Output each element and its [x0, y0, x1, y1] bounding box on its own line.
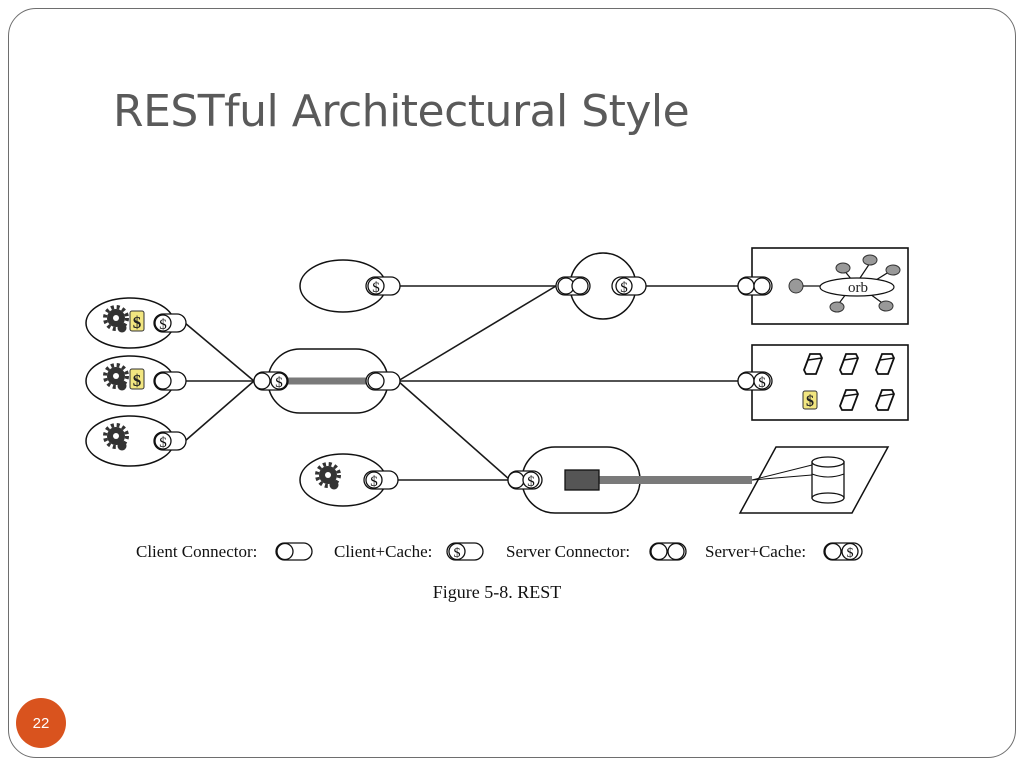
client-top: $ $ [85, 297, 187, 349]
svg-text:$: $ [806, 393, 814, 410]
legend-client-cache-label: Client+Cache: [334, 542, 432, 561]
svg-text:$: $ [454, 546, 461, 561]
svg-text:$: $ [159, 317, 167, 333]
svg-text:$: $ [275, 375, 283, 391]
svg-text:$: $ [847, 546, 854, 561]
svg-text:$: $ [620, 280, 628, 296]
figure-caption: Figure 5-8. REST [433, 582, 562, 602]
file-server: $ $ [737, 344, 909, 421]
slide-title: RESTful Architectural Style [113, 86, 690, 137]
orb-label: orb [848, 280, 868, 296]
client-middle: $ [85, 355, 187, 407]
database-server [738, 446, 890, 514]
gateway-database-node: $ [507, 446, 752, 514]
svg-text:$: $ [372, 280, 380, 296]
svg-text:$: $ [370, 474, 378, 490]
client-bottom: $ [85, 415, 187, 467]
proxy-node: $ [253, 348, 401, 414]
figure-legend: Client Connector: Client+Cache: $ Server… [136, 542, 863, 561]
legend-server-cache-label: Server+Cache: [705, 542, 806, 561]
svg-text:$: $ [527, 474, 535, 490]
svg-text:$: $ [159, 435, 167, 451]
orb-server: orb [737, 247, 909, 325]
gateway-node: $ [555, 252, 647, 320]
svg-text:$: $ [758, 375, 766, 391]
server-cache-icon: $ [823, 542, 863, 561]
page-number-badge: 22 [16, 698, 66, 748]
client-connector-icon [275, 542, 313, 561]
legend-server-connector-label: Server Connector: [506, 542, 630, 561]
svg-text:$: $ [133, 313, 142, 332]
svg-text:$: $ [133, 371, 142, 390]
client-cache-node: $ [299, 259, 401, 313]
user-agent-bottom: $ [299, 453, 399, 507]
server-connector-icon [649, 542, 687, 561]
connection-lines [184, 285, 790, 481]
client-cache-icon: $ [446, 542, 484, 561]
legend-client-connector-label: Client Connector: [136, 542, 257, 561]
